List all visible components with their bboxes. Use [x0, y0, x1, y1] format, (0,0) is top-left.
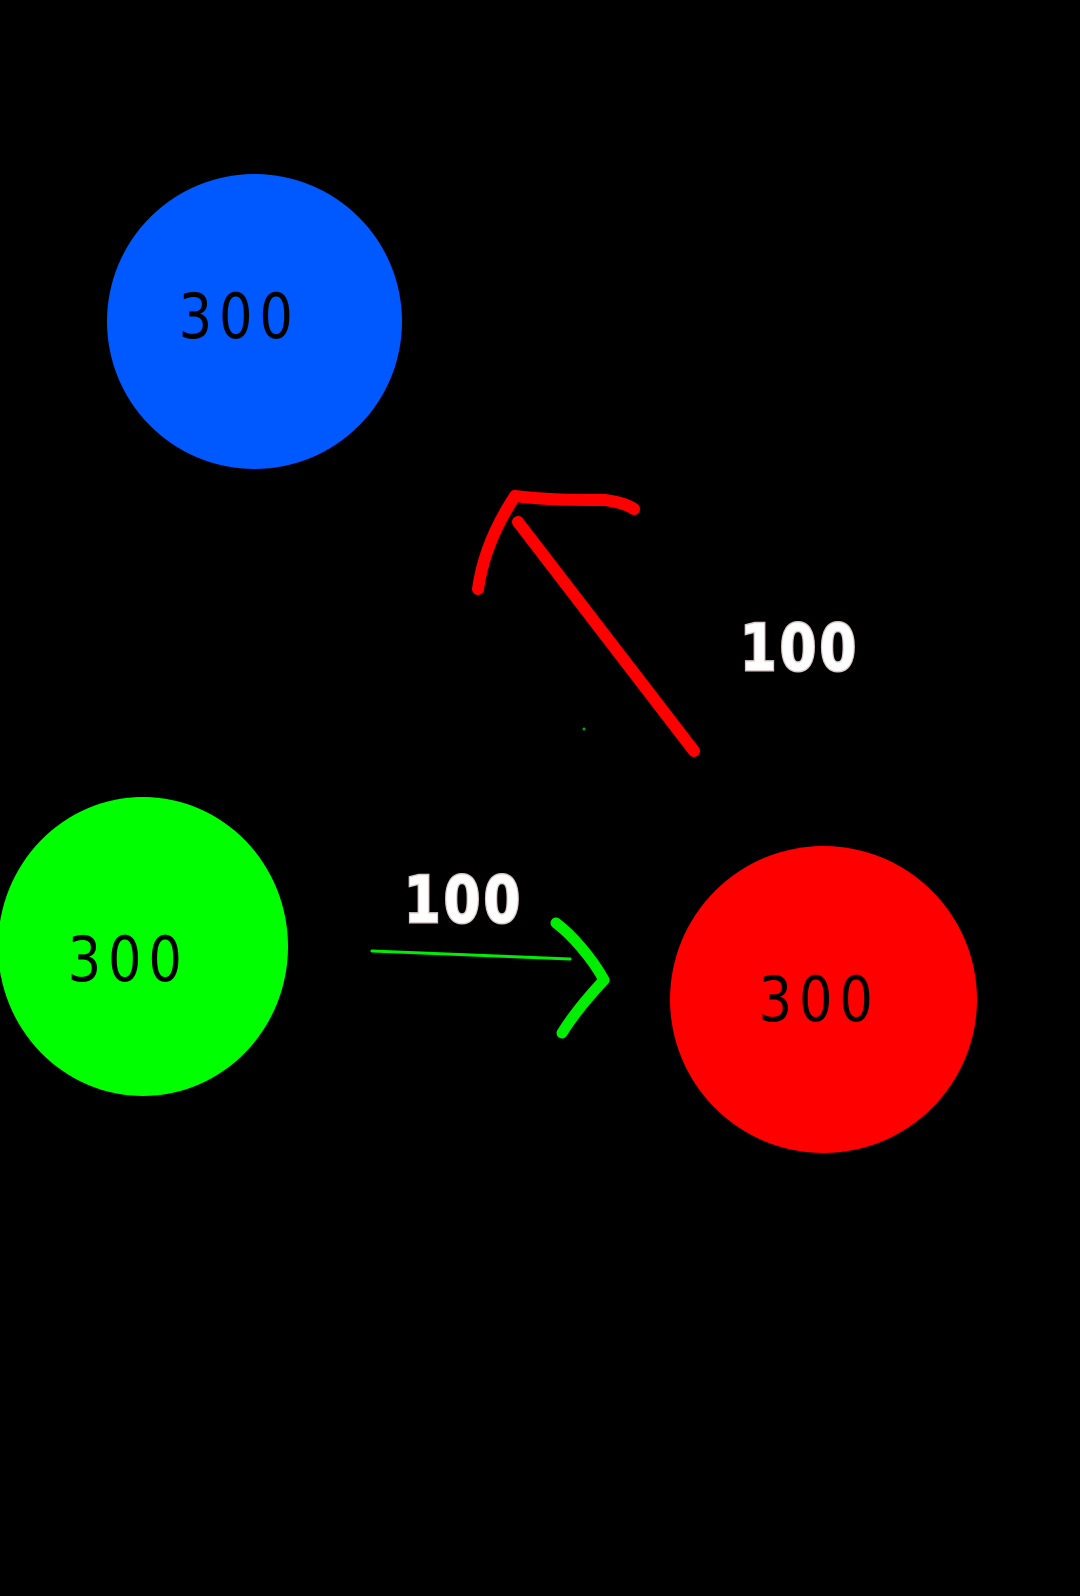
red-node: 300: [670, 846, 977, 1153]
green-node: 300: [0, 797, 288, 1096]
green-arrow-shaft: [370, 949, 572, 961]
green-to-red-edge-label: 100: [403, 863, 524, 940]
red-node-label: 300: [759, 963, 880, 1036]
green-to-red-arrow: [370, 917, 610, 1039]
stray-dot: [582, 727, 586, 731]
red-to-blue-arrow: [472, 490, 700, 757]
blue-node-label: 300: [179, 280, 300, 353]
red-arrow-shaft: [512, 516, 700, 757]
green-node-label: 300: [67, 923, 189, 996]
green-arrowhead: [550, 917, 610, 1039]
blue-node: 300: [107, 174, 402, 469]
red-arrowhead: [472, 490, 640, 595]
red-to-blue-edge-label: 100: [739, 611, 860, 688]
